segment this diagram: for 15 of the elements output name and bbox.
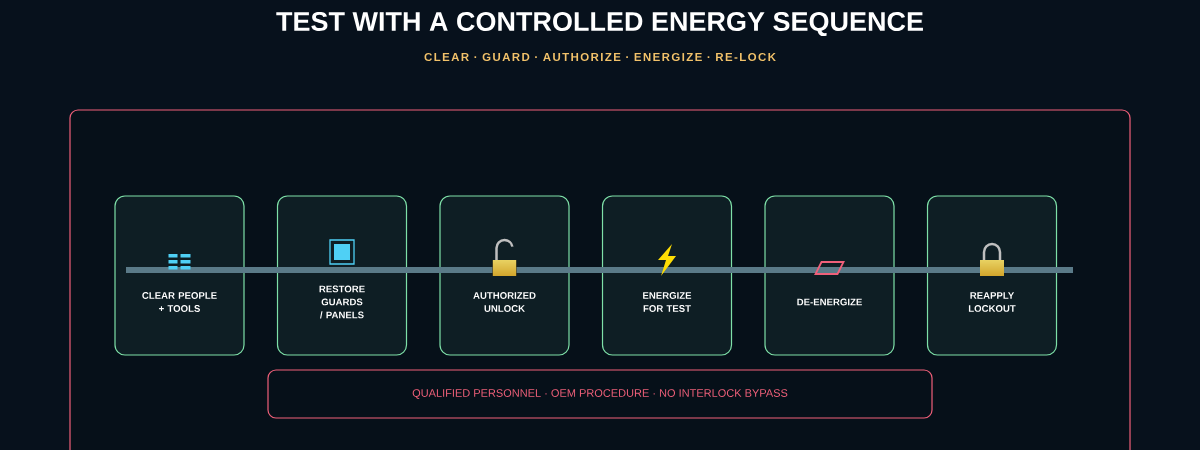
step-label: REAPPLY LOCKOUT bbox=[968, 292, 1016, 312]
step-card bbox=[764, 195, 895, 356]
step-card bbox=[439, 195, 570, 356]
step-label: AUTHORIZED UNLOCK bbox=[473, 292, 536, 312]
subtitle: CLEAR · GUARD · AUTHORIZE · ENERGIZE · RE-LOCK bbox=[424, 52, 776, 62]
step-card bbox=[926, 195, 1058, 356]
step-label: DE-ENERGIZE bbox=[797, 298, 862, 306]
step-card bbox=[601, 195, 733, 356]
step-label: CLEAR PEOPLE + TOOLS bbox=[142, 292, 217, 312]
title: TEST WITH A CONTROLLED ENERGY SEQUENCE bbox=[276, 11, 923, 37]
step-card bbox=[114, 195, 245, 356]
step-label: ENERGIZE FOR TEST bbox=[643, 292, 692, 312]
step-label: RESTORE GUARDS / PANELS bbox=[319, 285, 365, 319]
step-card bbox=[276, 195, 408, 356]
note-box: QUALIFIED PERSONNEL · OEM PROCEDURE · NO INTERLOCK BYPASS bbox=[267, 369, 933, 419]
